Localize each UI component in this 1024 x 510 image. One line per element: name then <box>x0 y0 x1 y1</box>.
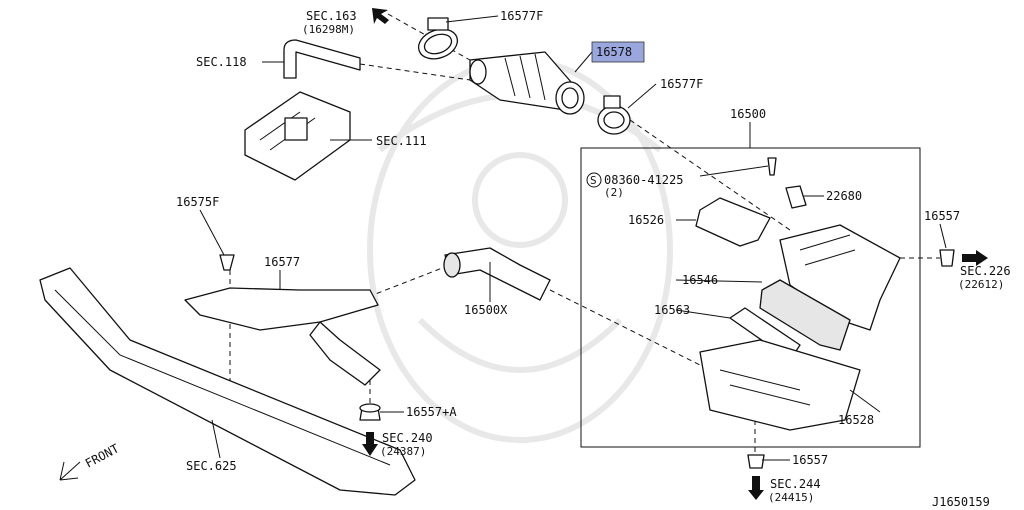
label-16577: 16577 <box>264 255 300 269</box>
label-sec625: SEC.625 <box>186 459 237 473</box>
highlight-16578 <box>591 41 645 63</box>
lower-case-16528 <box>699 339 861 431</box>
label-16557-bottom: 16557 <box>792 453 828 467</box>
label-sec163: SEC.163 <box>306 9 357 23</box>
label-sec111: SEC.111 <box>376 134 427 148</box>
leader-lines <box>199 15 947 461</box>
label-16577f-mid: 16577F <box>660 77 703 91</box>
label-bolt-qty: (2) <box>604 186 624 199</box>
label-bolt: 08360-41225 <box>604 173 683 187</box>
label-16578: 16578 <box>596 45 632 59</box>
label-16526: 16526 <box>628 213 664 227</box>
sensor-22680 <box>785 185 807 209</box>
arrow-sec163 <box>372 8 389 24</box>
clip-16575f <box>219 254 235 271</box>
label-sec226: SEC.226 <box>960 264 1011 278</box>
figure-id: J1650159 <box>932 495 990 509</box>
filter-element-16546 <box>759 279 851 351</box>
label-16577f-top: 16577F <box>500 9 543 23</box>
arrow-sec240 <box>362 432 378 456</box>
bolt-08360 <box>767 157 777 176</box>
resonator-16526 <box>695 197 771 247</box>
bolt-symbol-icon <box>586 172 602 188</box>
label-16500: 16500 <box>730 107 766 121</box>
label-sec226-ref: (22612) <box>958 278 1004 291</box>
label-sec118: SEC.118 <box>196 55 247 69</box>
label-sec244: SEC.244 <box>770 477 821 491</box>
arrow-sec244 <box>748 476 764 500</box>
bracket-16577 <box>184 287 381 386</box>
label-16575f: 16575F <box>176 195 219 209</box>
clamp-16577f-mid <box>597 95 631 135</box>
grommet-16557-bottom <box>747 454 765 469</box>
sec118-pipe <box>283 39 361 79</box>
bolt-symbol-letter: S <box>590 174 597 187</box>
label-16546: 16546 <box>682 273 718 287</box>
label-sec244-ref: (24415) <box>768 491 814 504</box>
label-22680: 22680 <box>826 189 862 203</box>
front-member-sec625 <box>39 267 416 496</box>
label-16500x: 16500X <box>464 303 508 317</box>
label-16557a: 16557+A <box>406 405 457 419</box>
grommet-16557a <box>359 403 381 421</box>
clamp-16577f-top <box>417 17 459 60</box>
label-front: FRONT <box>83 441 121 470</box>
duct-16500x <box>443 247 551 301</box>
front-arrow-icon <box>59 461 81 481</box>
label-16528: 16528 <box>838 413 874 427</box>
label-sec240-ref: (24387) <box>380 445 426 458</box>
label-sec163-ref: (16298M) <box>302 23 355 36</box>
arrow-sec226 <box>962 250 988 266</box>
direction-arrows <box>59 8 988 500</box>
label-16563: 16563 <box>654 303 690 317</box>
grommet-16557-right <box>939 249 955 267</box>
label-sec240: SEC.240 <box>382 431 433 445</box>
sec111-engine-cover <box>244 91 351 181</box>
air-duct-hose-16578 <box>469 51 585 115</box>
label-16557-right: 16557 <box>924 209 960 223</box>
